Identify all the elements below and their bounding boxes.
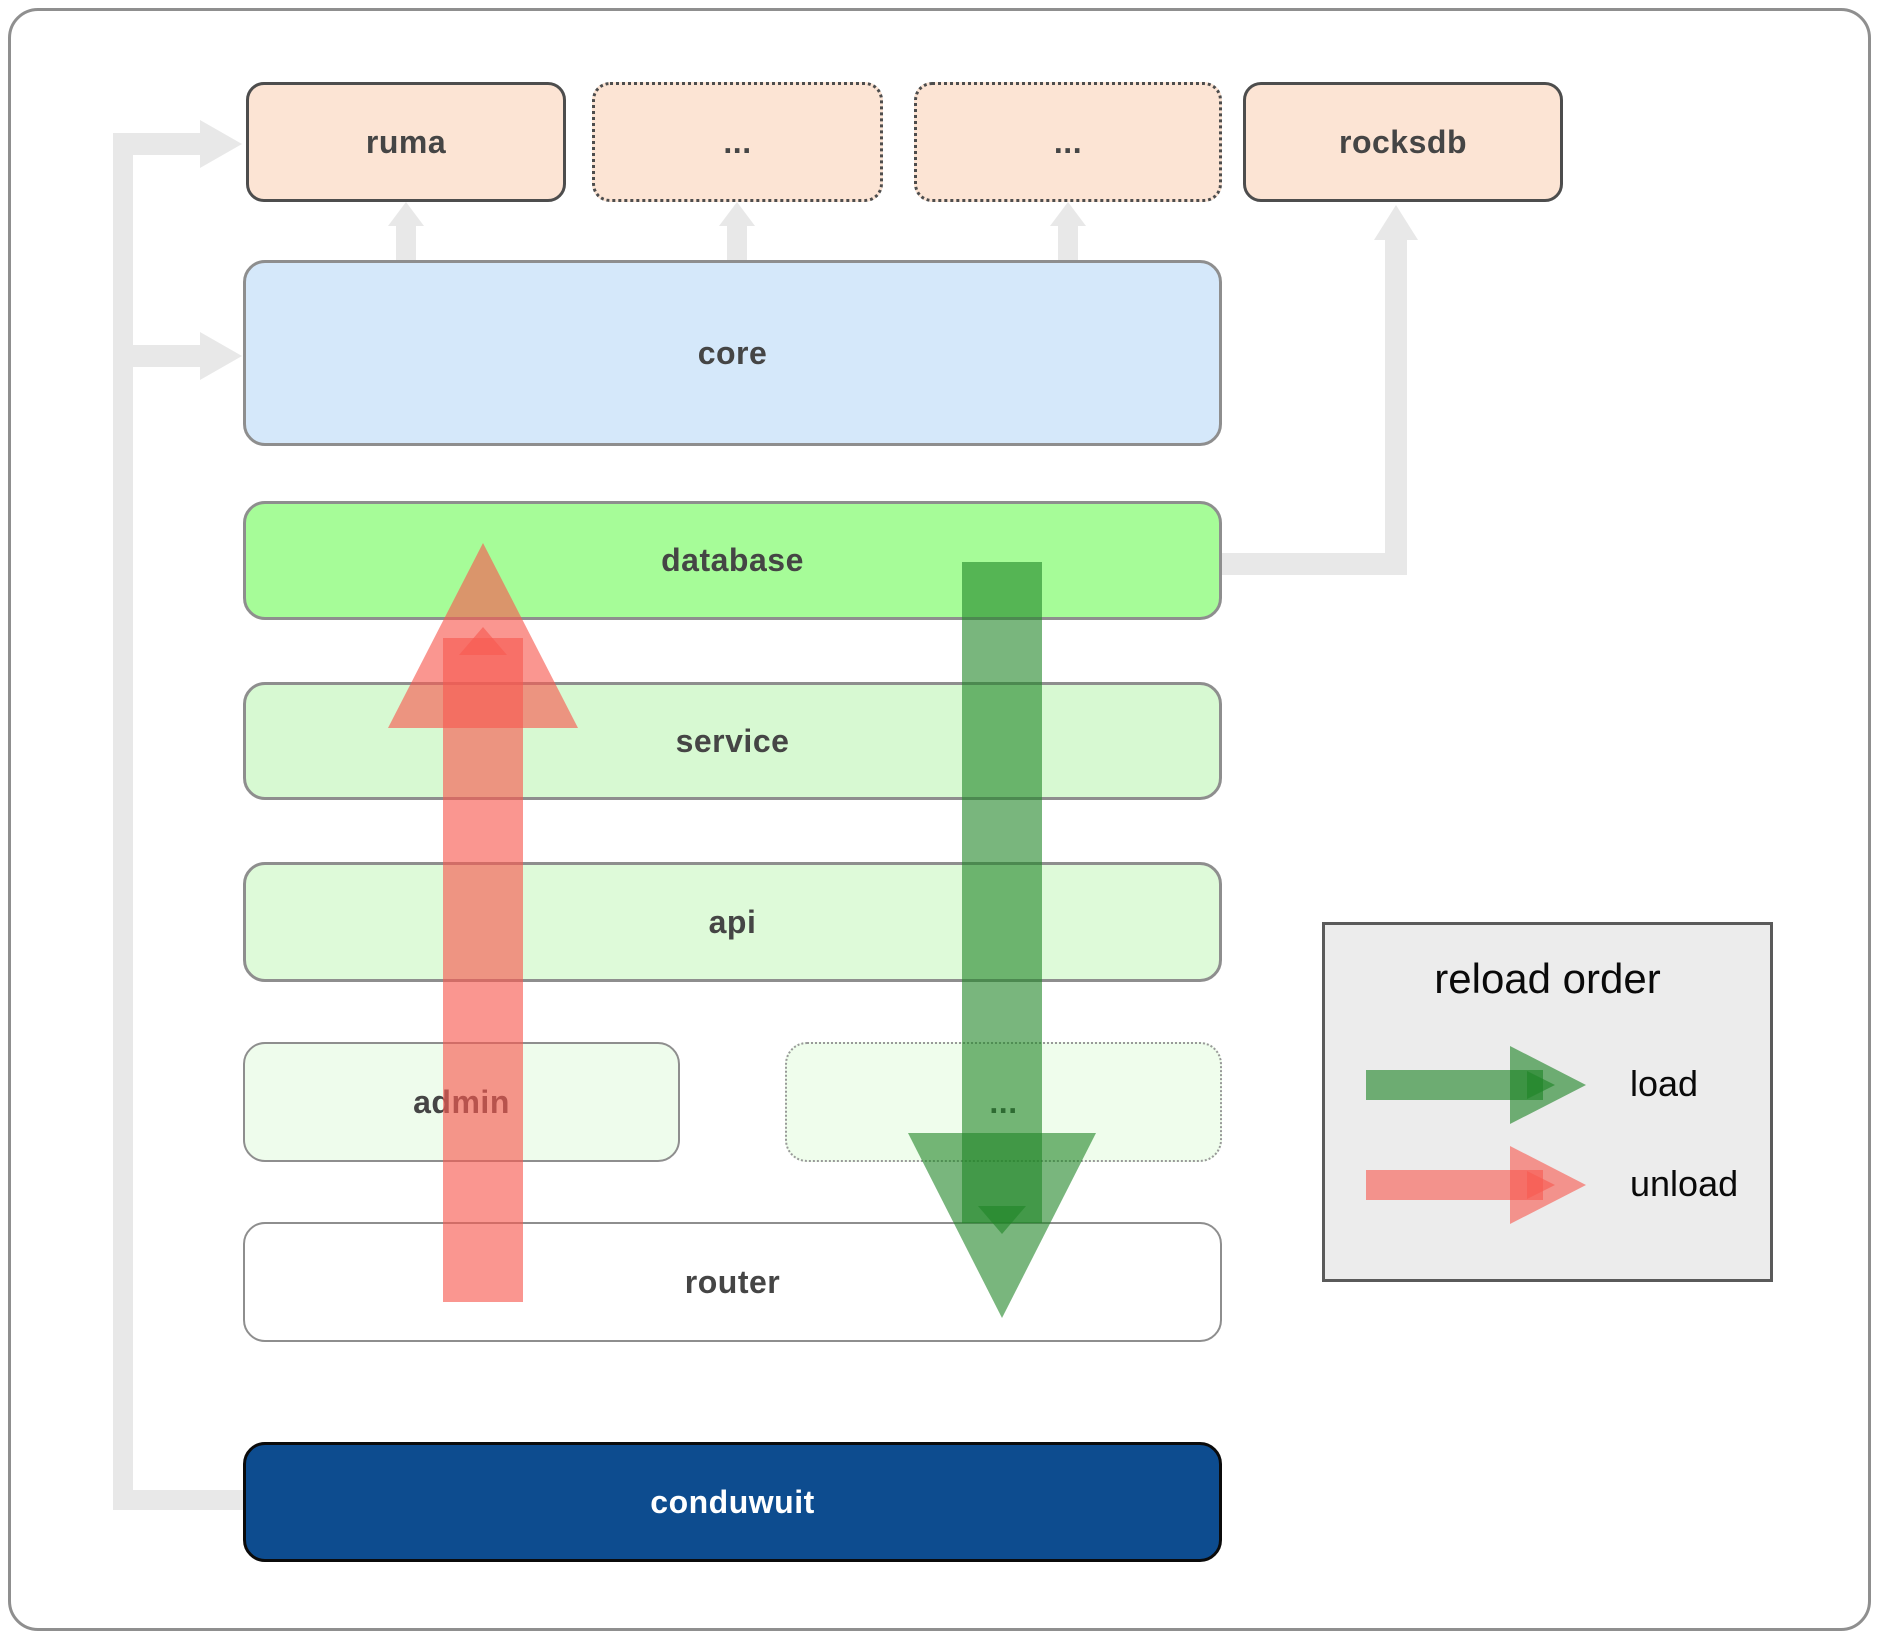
- node-service: service: [243, 682, 1222, 800]
- node-database: database: [243, 501, 1222, 620]
- node-admin: admin: [243, 1042, 680, 1162]
- node-admin-ellipsis: ...: [785, 1042, 1222, 1162]
- legend-load-label: load: [1630, 1063, 1699, 1104]
- node-router: router: [243, 1222, 1222, 1342]
- node-conduwuit: conduwuit: [243, 1442, 1222, 1562]
- legend-title: reload order: [1434, 955, 1661, 1002]
- node-api: api: [243, 862, 1222, 982]
- node-rocksdb: rocksdb: [1243, 82, 1563, 202]
- legend-reload-order: reload order load unload: [1322, 922, 1773, 1282]
- outer-frame: [8, 8, 1871, 1631]
- load-arrow-icon: [1366, 1046, 1586, 1124]
- node-core: core: [243, 260, 1222, 446]
- node-ellipsis-left: ...: [592, 82, 883, 202]
- node-ruma: ruma: [246, 82, 566, 202]
- legend-unload-label: unload: [1630, 1163, 1739, 1204]
- unload-arrow-icon: [1366, 1146, 1586, 1224]
- node-ellipsis-right: ...: [914, 82, 1222, 202]
